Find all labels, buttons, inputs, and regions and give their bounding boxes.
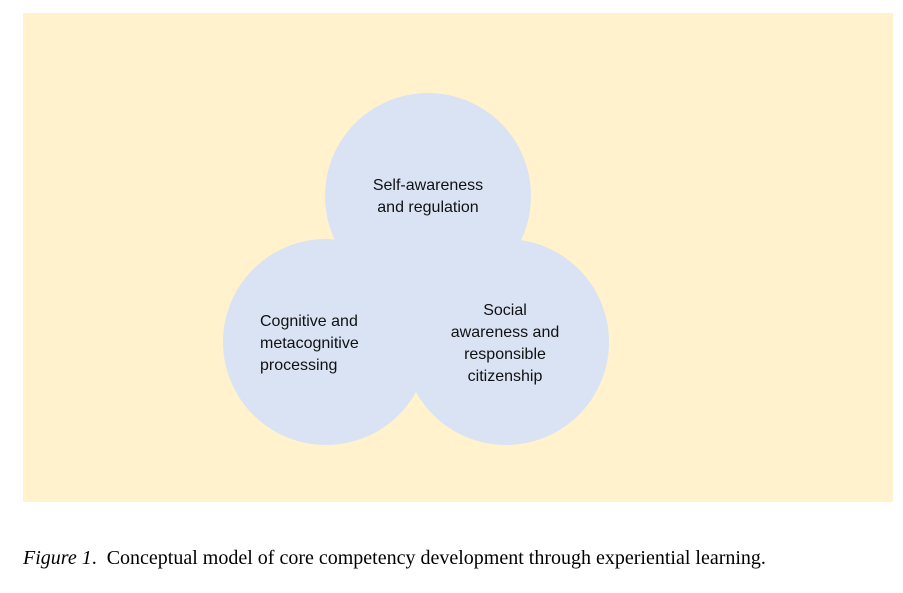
circle-social-awareness bbox=[403, 239, 609, 445]
caption-text: Conceptual model of core competency deve… bbox=[106, 547, 766, 569]
caption-separator: . bbox=[91, 547, 107, 569]
caption-label: Figure 1 bbox=[23, 547, 92, 569]
venn-diagram bbox=[223, 93, 609, 445]
label-social-awareness: Social awareness and responsible citizen… bbox=[450, 302, 560, 385]
circle-cognitive bbox=[223, 239, 429, 445]
figure-caption: Figure 1. Conceptual model of core compe… bbox=[23, 545, 893, 571]
label-self-awareness: Self-awareness and regulation bbox=[372, 177, 484, 216]
label-cognitive: Cognitive and metacognitive processing bbox=[260, 313, 359, 374]
